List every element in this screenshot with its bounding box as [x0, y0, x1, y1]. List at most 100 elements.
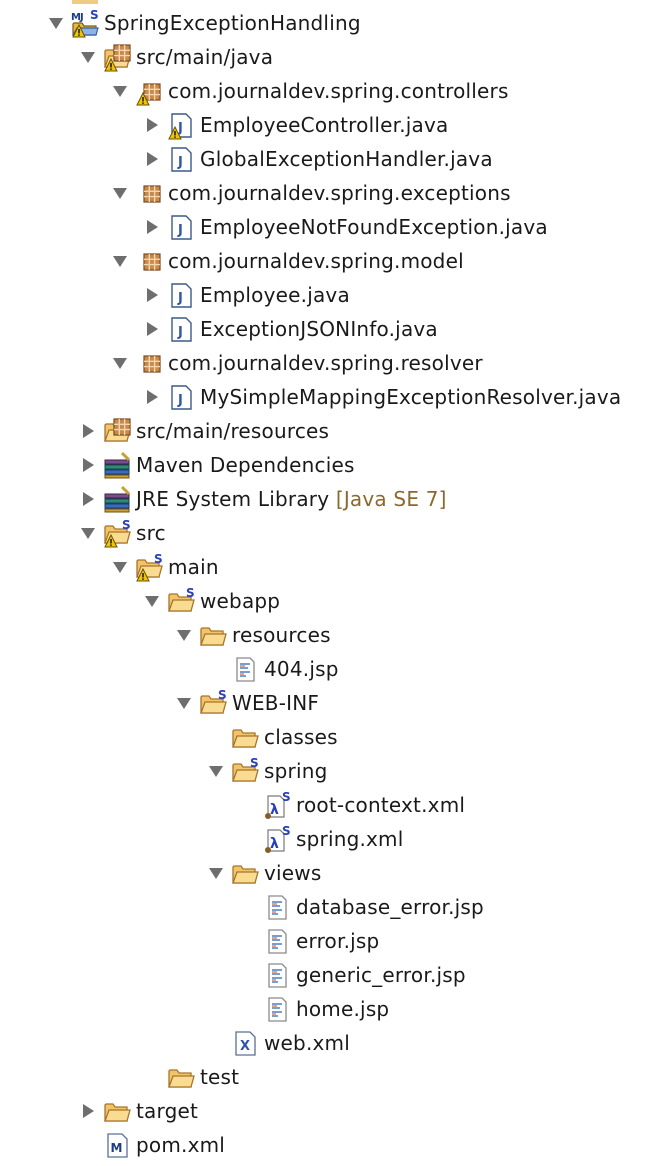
- svg-text:λ: λ: [270, 802, 279, 818]
- tree-item[interactable]: src/main/resources: [0, 414, 662, 448]
- spring-folder-icon: S: [166, 586, 196, 616]
- tree-item[interactable]: com.journaldev.spring.model: [0, 244, 662, 278]
- java-file-icon: J: [166, 144, 196, 174]
- tree-item[interactable]: 404.jsp: [0, 652, 662, 686]
- chevron-right-icon[interactable]: [78, 489, 98, 509]
- tree-item[interactable]: JRE System Library [Java SE 7]: [0, 482, 662, 516]
- tree-item-label: com.journaldev.spring.exceptions: [168, 176, 511, 210]
- chevron-down-icon[interactable]: [78, 523, 98, 543]
- folder-icon: [198, 620, 228, 650]
- chevron-right-icon[interactable]: [142, 387, 162, 407]
- tree-item-label: main: [168, 550, 219, 584]
- tree-item[interactable]: com.journaldev.spring.exceptions: [0, 176, 662, 210]
- tree-item[interactable]: com.journaldev.spring.resolver: [0, 346, 662, 380]
- svg-text:J: J: [177, 325, 183, 340]
- svg-text:S: S: [186, 586, 195, 600]
- folder-icon: [230, 722, 260, 752]
- twisty-spacer: [78, 1135, 98, 1155]
- chevron-right-icon[interactable]: [142, 149, 162, 169]
- tree-item-label: spring.xml: [296, 822, 404, 856]
- tree-item[interactable]: resources: [0, 618, 662, 652]
- tree-item[interactable]: error.jsp: [0, 924, 662, 958]
- tree-item-text: home.jsp: [296, 997, 390, 1021]
- tree-item[interactable]: target: [0, 1094, 662, 1128]
- tree-item-text: Maven Dependencies: [136, 453, 355, 477]
- chevron-right-icon[interactable]: [142, 319, 162, 339]
- tree-item-label: com.journaldev.spring.controllers: [168, 74, 509, 108]
- chevron-right-icon[interactable]: [78, 421, 98, 441]
- tree-item[interactable]: Maven Dependencies: [0, 448, 662, 482]
- chevron-right-icon[interactable]: [78, 1101, 98, 1121]
- chevron-right-icon[interactable]: [142, 285, 162, 305]
- chevron-down-icon[interactable]: [110, 81, 130, 101]
- tree-item-label: com.journaldev.spring.model: [168, 244, 464, 278]
- tree-item-label: web.xml: [264, 1026, 350, 1060]
- chevron-down-icon[interactable]: [110, 183, 130, 203]
- tree-item-text: pom.xml: [136, 1133, 226, 1157]
- svg-text:J: J: [177, 223, 183, 238]
- tree-item-text: src/main/resources: [136, 419, 330, 443]
- chevron-down-icon[interactable]: [110, 557, 130, 577]
- chevron-right-icon[interactable]: [142, 217, 162, 237]
- tree-item-text: classes: [264, 725, 338, 749]
- tree-item-label: EmployeeNotFoundException.java: [200, 210, 548, 244]
- twisty-spacer: [238, 897, 258, 917]
- svg-text:S: S: [154, 552, 163, 566]
- tree-item-text: EmployeeNotFoundException.java: [200, 215, 548, 239]
- tree-item-text: WEB-INF: [232, 691, 320, 715]
- svg-text:S: S: [250, 756, 259, 770]
- tree-item-label: SpringExceptionHandling: [104, 6, 361, 40]
- tree-item[interactable]: J EmployeeNotFoundException.java: [0, 210, 662, 244]
- chevron-down-icon[interactable]: [110, 251, 130, 271]
- tree-item-label: GlobalExceptionHandler.java: [200, 142, 493, 176]
- jsp-file-icon: [262, 994, 292, 1024]
- chevron-down-icon[interactable]: [206, 863, 226, 883]
- tree-item[interactable]: home.jsp: [0, 992, 662, 1026]
- package-warning-icon: [134, 76, 164, 106]
- tree-item-text: 404.jsp: [264, 657, 339, 681]
- maven-pom-icon: M: [102, 1130, 132, 1160]
- chevron-down-icon[interactable]: [206, 761, 226, 781]
- twisty-spacer: [238, 795, 258, 815]
- tree-item[interactable]: views: [0, 856, 662, 890]
- tree-item-text: main: [168, 555, 219, 579]
- tree-item-label: error.jsp: [296, 924, 379, 958]
- tree-item-text: error.jsp: [296, 929, 380, 953]
- spring-folder-warning-icon: S: [134, 552, 164, 582]
- chevron-right-icon[interactable]: [78, 455, 98, 475]
- chevron-down-icon[interactable]: [174, 693, 194, 713]
- twisty-spacer: [238, 965, 258, 985]
- tree-item-label: pom.xml: [136, 1128, 225, 1162]
- tree-item[interactable]: generic_error.jsp: [0, 958, 662, 992]
- chevron-down-icon[interactable]: [46, 13, 66, 33]
- tree-item-text: JRE System Library: [136, 487, 330, 511]
- tree-item[interactable]: classes: [0, 720, 662, 754]
- tree-item[interactable]: com.journaldev.spring.controllers: [0, 74, 662, 108]
- chevron-down-icon[interactable]: [78, 47, 98, 67]
- chevron-down-icon[interactable]: [142, 591, 162, 611]
- chevron-down-icon[interactable]: [174, 625, 194, 645]
- tree-item[interactable]: src/main/java: [0, 40, 662, 74]
- tree-item[interactable]: database_error.jsp: [0, 890, 662, 924]
- tree-item-label: MySimpleMappingExceptionResolver.java: [200, 380, 621, 414]
- tree-item[interactable]: test: [0, 1060, 662, 1094]
- twisty-spacer: [238, 829, 258, 849]
- chevron-right-icon[interactable]: [142, 115, 162, 135]
- chevron-down-icon[interactable]: [110, 353, 130, 373]
